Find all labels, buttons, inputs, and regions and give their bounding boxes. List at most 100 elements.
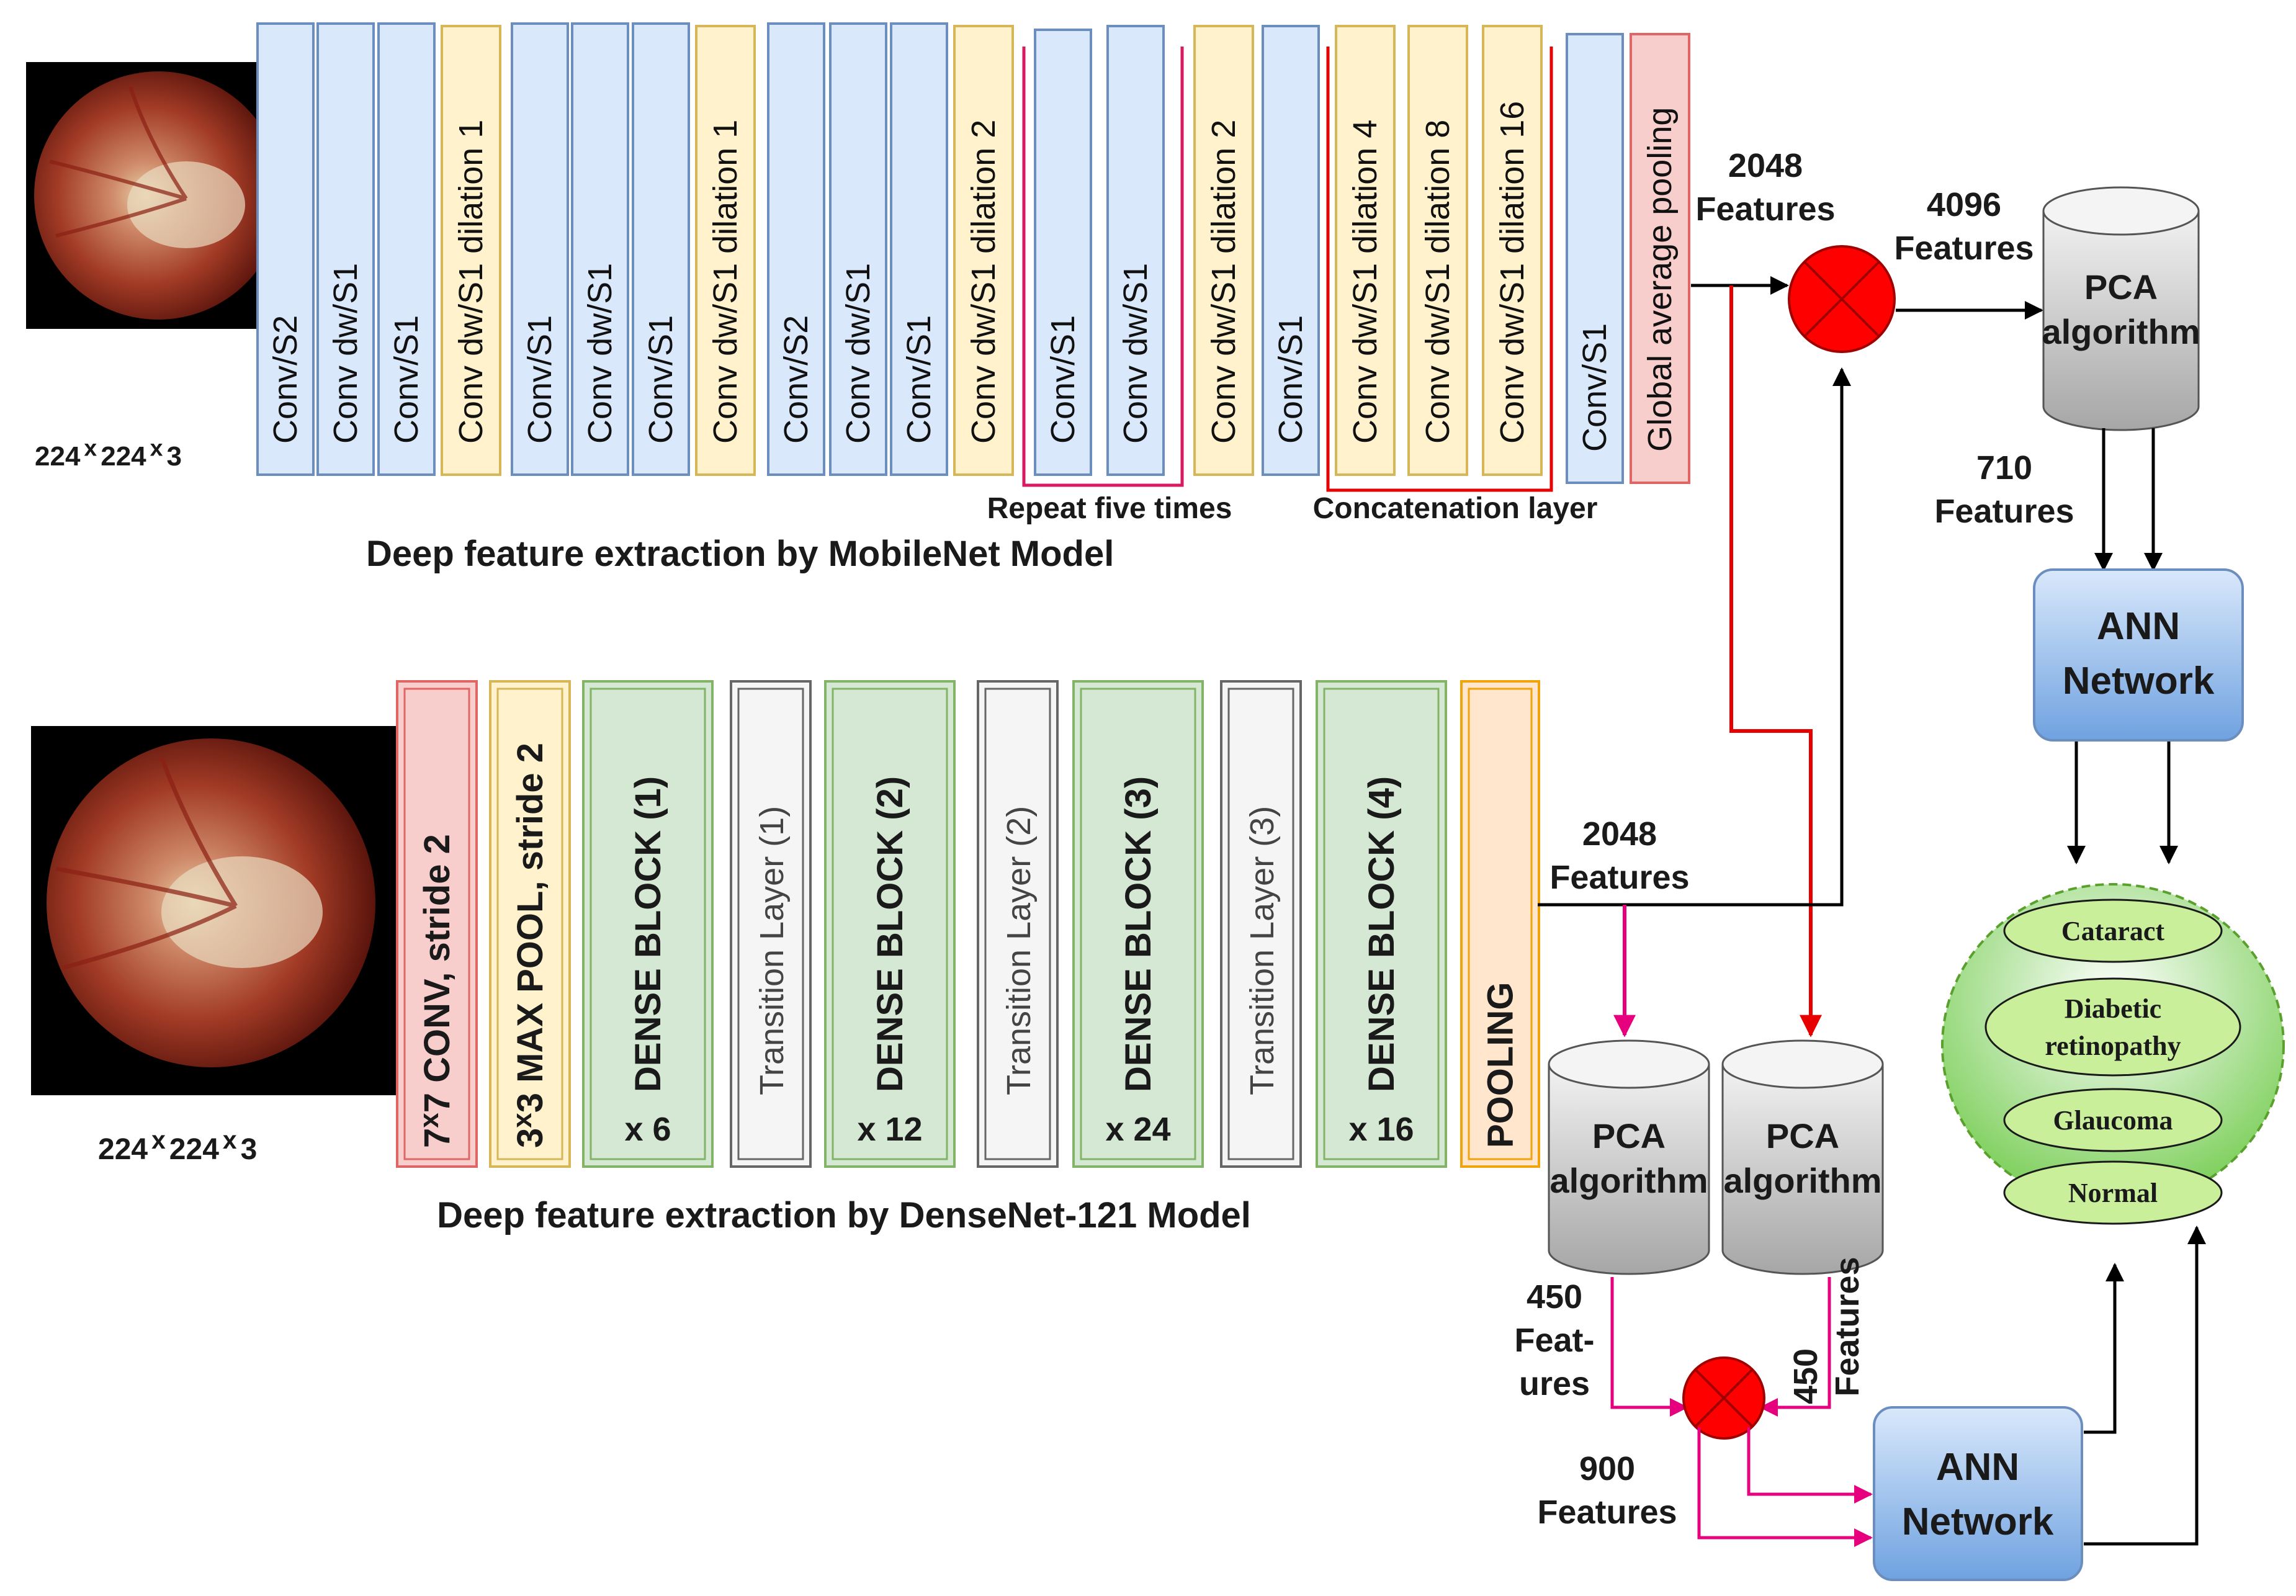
svg-text:Conv dw/S1 dilation 2: Conv dw/S1 dilation 2 bbox=[1205, 120, 1242, 444]
svg-text:Conv dw/S1 dilation 16: Conv dw/S1 dilation 16 bbox=[1494, 101, 1531, 444]
svg-text:Conv/S1: Conv/S1 bbox=[900, 315, 938, 444]
class-output: Cataract Diabetic retinopathy Glaucoma N… bbox=[1941, 883, 2285, 1225]
densenet-features-count: 2048 bbox=[1582, 815, 1657, 853]
densenet-layer-7-dense-block-3: DENSE BLOCK (3) x 24 bbox=[1072, 680, 1204, 1168]
svg-text:Conv/S1: Conv/S1 bbox=[388, 315, 425, 444]
pca-top: PCA algorithm bbox=[2042, 186, 2200, 431]
fusion-to-ann-arrow-b bbox=[1697, 1427, 1873, 1547]
svg-text:Glaucoma: Glaucoma bbox=[2053, 1105, 2173, 1136]
svg-text:Conv dw/S1 dilation 4: Conv dw/S1 dilation 4 bbox=[1347, 120, 1384, 444]
fusion-to-ann-arrow-a bbox=[1747, 1427, 1873, 1504]
svg-text:3x3 MAX POOL, stride 2: 3x3 MAX POOL, stride 2 bbox=[507, 743, 550, 1148]
svg-text:Conv/S2: Conv/S2 bbox=[778, 315, 815, 444]
mobilenet-layer-7-conv-s1: Conv/S1 bbox=[632, 22, 690, 476]
repeat-bracket bbox=[1022, 47, 1184, 487]
mobilenet-layer-6-conv-dw-s1: Conv dw/S1 bbox=[571, 22, 629, 476]
svg-text:DENSE BLOCK (2): DENSE BLOCK (2) bbox=[870, 776, 910, 1092]
mobilenet-layer-15-conv-dw-s1-dilation-2: Conv dw/S1 dilation 2 bbox=[1193, 25, 1254, 476]
svg-text:Conv dw/S1: Conv dw/S1 bbox=[840, 263, 877, 444]
svg-text:algorithm: algorithm bbox=[1549, 1161, 1708, 1200]
svg-text:Cataract: Cataract bbox=[2061, 916, 2164, 946]
ann-top-line1: ANN bbox=[2097, 605, 2180, 648]
mobilenet-layer-21-global-average-pooling: Global average pooling bbox=[1630, 33, 1690, 484]
svg-text:DENSE BLOCK (4): DENSE BLOCK (4) bbox=[1361, 776, 1402, 1092]
ann-bottom-to-classes-arrow-a bbox=[2084, 1263, 2124, 1434]
pca-top-features-label: Features bbox=[1934, 493, 2074, 530]
svg-text:DENSE BLOCK (3): DENSE BLOCK (3) bbox=[1118, 776, 1159, 1092]
svg-text:Conv dw/S1 dilation 1: Conv dw/S1 dilation 1 bbox=[452, 120, 490, 444]
densenet-layer-4-transition-layer-1: Transition Layer (1) bbox=[730, 680, 812, 1168]
svg-text:PCA: PCA bbox=[2084, 267, 2158, 307]
ann-bottom-to-classes-arrow-b bbox=[2084, 1226, 2206, 1546]
dense-block-multiplier: x 24 bbox=[1105, 1111, 1170, 1148]
pca-right-features-label: Features bbox=[1829, 1257, 1866, 1396]
class-cataract: Cataract bbox=[2003, 899, 2223, 963]
fused-features-label: Features bbox=[1894, 230, 2034, 267]
svg-text:Transition Layer (3): Transition Layer (3) bbox=[1244, 806, 1281, 1095]
pca-left-features-label1: Feat- bbox=[1514, 1322, 1594, 1359]
dense-block-multiplier: x 16 bbox=[1348, 1111, 1414, 1148]
svg-text:Transition Layer (1): Transition Layer (1) bbox=[753, 806, 791, 1095]
densenet-layer-9-dense-block-4: DENSE BLOCK (4) x 16 bbox=[1316, 680, 1447, 1168]
pca-right-features-count: 450 bbox=[1787, 1348, 1824, 1404]
fusion-node-bottom bbox=[1682, 1356, 1765, 1440]
mobilenet-layer-18-conv-dw-s1-dilation-8: Conv dw/S1 dilation 8 bbox=[1407, 25, 1468, 476]
mobilenet-layer-2-conv-dw-s1: Conv dw/S1 bbox=[316, 22, 375, 476]
svg-text:Diabetic: Diabetic bbox=[2065, 993, 2161, 1024]
ann-bottom-line2: Network bbox=[1902, 1500, 2054, 1543]
svg-text:DENSE BLOCK (1): DENSE BLOCK (1) bbox=[628, 776, 668, 1092]
svg-text:Conv dw/S1: Conv dw/S1 bbox=[581, 263, 619, 444]
svg-text:Conv/S1: Conv/S1 bbox=[642, 315, 679, 444]
svg-text:retinopathy: retinopathy bbox=[2045, 1031, 2181, 1061]
mobilenet-to-pca-arrow bbox=[1729, 285, 1822, 1038]
svg-text:Conv/S1: Conv/S1 bbox=[1044, 315, 1082, 444]
svg-text:PCA: PCA bbox=[1592, 1116, 1666, 1155]
mobilenet-features-label: Features bbox=[1695, 191, 1835, 228]
ann-top[interactable]: ANN Network bbox=[2033, 568, 2244, 742]
pca-left-to-fusion-arrow bbox=[1610, 1277, 1688, 1417]
mobilenet-layer-9-conv-s2: Conv/S2 bbox=[767, 22, 825, 476]
densenet-layers: 7x7 CONV, stride 2 3x3 MAX POOL, stride 2… bbox=[396, 680, 1540, 1168]
mobilenet-layer-1-conv-s2: Conv/S2 bbox=[256, 22, 315, 476]
mobilenet-features-count: 2048 bbox=[1728, 147, 1803, 184]
dense-block-multiplier: x 6 bbox=[624, 1111, 671, 1148]
svg-text:algorithm: algorithm bbox=[2042, 312, 2200, 351]
svg-text:Conv/S1: Conv/S1 bbox=[1576, 323, 1613, 452]
pca-left-features-count: 450 bbox=[1527, 1278, 1582, 1316]
svg-text:POOLING: POOLING bbox=[1481, 982, 1521, 1148]
repeat-label: Repeat five times bbox=[987, 492, 1232, 525]
ann-bottom[interactable]: ANN Network bbox=[1873, 1406, 2083, 1581]
mobilenet-layer-10-conv-dw-s1: Conv dw/S1 bbox=[829, 22, 887, 476]
mobilenet-layer-4-conv-dw-s1-dilation-1: Conv dw/S1 dilation 1 bbox=[441, 25, 501, 476]
fusion-node-top bbox=[1788, 245, 1896, 353]
mobilenet-layer-19-conv-dw-s1-dilation-16: Conv dw/S1 dilation 16 bbox=[1482, 25, 1543, 476]
densenet-layer-3-dense-block-1: DENSE BLOCK (1) x 6 bbox=[582, 680, 714, 1168]
svg-text:Conv dw/S1: Conv dw/S1 bbox=[327, 263, 364, 444]
densenet-features-label: Features bbox=[1549, 859, 1689, 896]
pca-right-to-fusion-arrow bbox=[1759, 1277, 1831, 1417]
class-diabetic-retinopathy: Diabetic retinopathy bbox=[1984, 977, 2241, 1077]
densenet-to-fusion-arrow bbox=[1538, 367, 1851, 907]
mobilenet-layer-14-conv-dw-s1: Conv dw/S1 bbox=[1106, 25, 1165, 476]
densenet-layer-5-dense-block-2: DENSE BLOCK (2)x 12 bbox=[824, 680, 956, 1168]
svg-text:7x7 CONV, stride 2: 7x7 CONV, stride 2 bbox=[414, 834, 457, 1148]
densenet-layer-8-transition-layer-3: Transition Layer (3) bbox=[1220, 680, 1302, 1168]
svg-text:Normal: Normal bbox=[2068, 1178, 2158, 1208]
pca-left: PCA algorithm bbox=[1548, 1039, 1710, 1275]
concat-label: Concatenation layer bbox=[1313, 492, 1598, 525]
svg-text:Conv/S1: Conv/S1 bbox=[1272, 315, 1309, 444]
mobilenet-layers: Conv/S2 Conv dw/S1 Conv/S1 Conv dw/S1 dilat… bbox=[256, 22, 1690, 484]
svg-text:Transition Layer (2): Transition Layer (2) bbox=[1000, 806, 1038, 1095]
svg-text:Conv dw/S1 dilation 1: Conv dw/S1 dilation 1 bbox=[707, 120, 744, 444]
class-normal: Normal bbox=[2003, 1160, 2223, 1225]
svg-text:Conv dw/S1 dilation 8: Conv dw/S1 dilation 8 bbox=[1419, 120, 1456, 444]
svg-text:Conv/S2: Conv/S2 bbox=[267, 315, 304, 444]
svg-text:Conv dw/S1: Conv dw/S1 bbox=[1117, 263, 1154, 444]
mobilenet-input-image bbox=[26, 62, 282, 329]
svg-text:PCA: PCA bbox=[1766, 1116, 1839, 1155]
mobilenet-layer-13-conv-s1: Conv/S1 bbox=[1034, 29, 1092, 476]
densenet-layer-10-pooling: POOLING bbox=[1460, 680, 1540, 1168]
bottom-fused-features-label: Features bbox=[1537, 1494, 1677, 1531]
